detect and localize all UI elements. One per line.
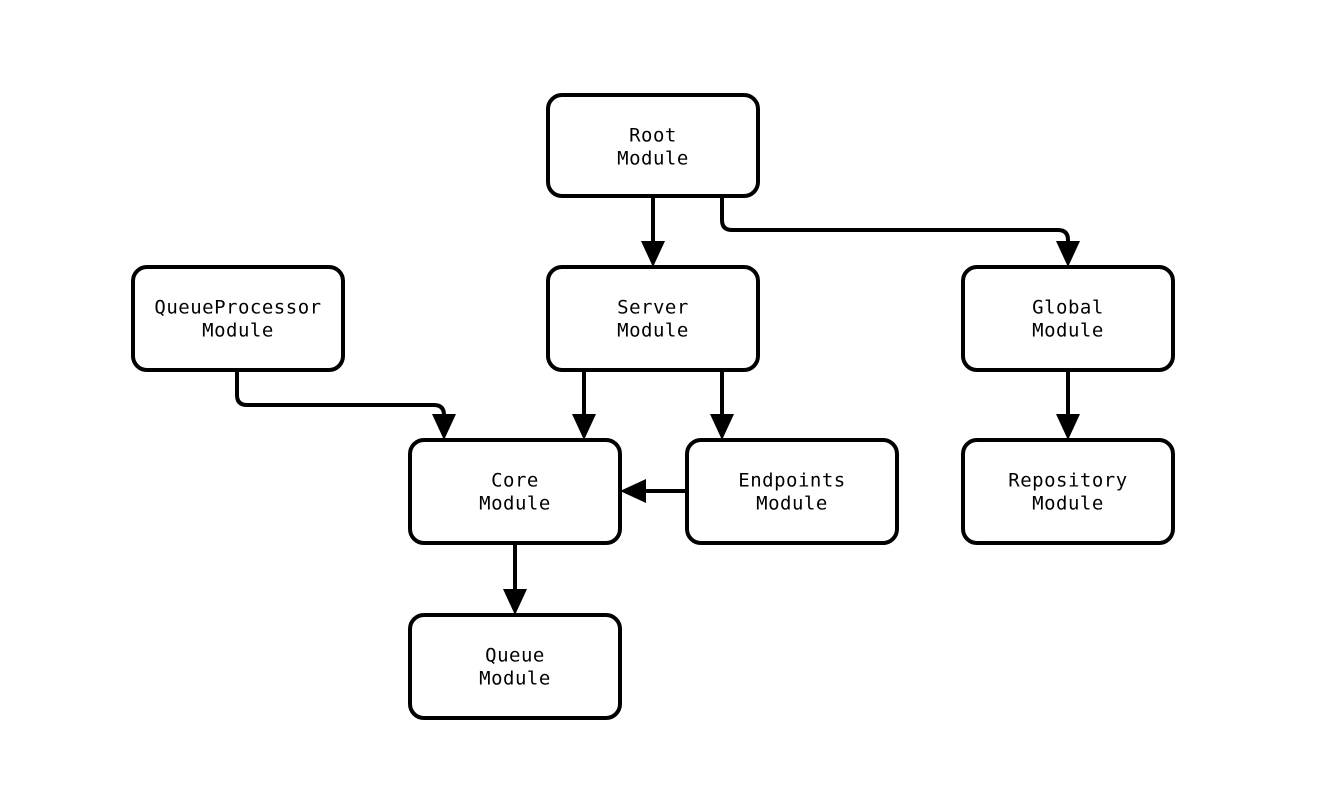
node-label-line2: Module (617, 320, 689, 342)
edge-core-queue (503, 543, 527, 615)
edge-layer (235, 196, 1080, 615)
edge-global-repository (1056, 370, 1080, 440)
node-label-line1: Queue (485, 645, 545, 667)
node-queueprocessor[interactable]: QueueProcessor Module (131, 265, 345, 372)
edge-endpoints-core (620, 479, 687, 503)
arrow-head-icon (432, 414, 456, 440)
node-server[interactable]: Server Module (546, 265, 760, 372)
edge-queueprocessor-core (235, 370, 456, 440)
node-box[interactable] (546, 93, 760, 198)
arrow-head-icon (641, 241, 665, 267)
arrow-head-icon (620, 479, 646, 503)
node-box[interactable] (961, 265, 1175, 372)
node-box[interactable] (408, 438, 622, 545)
edge-line (720, 196, 1070, 249)
node-label-line1: Global (1032, 297, 1104, 319)
node-label-line2: Module (1032, 320, 1104, 342)
node-endpoints[interactable]: Endpoints Module (685, 438, 899, 545)
arrow-head-icon (1056, 241, 1080, 267)
node-box[interactable] (546, 265, 760, 372)
node-root[interactable]: Root Module (546, 93, 760, 198)
node-label-line2: Module (756, 493, 828, 515)
node-box[interactable] (685, 438, 899, 545)
node-label-line2: Module (1032, 493, 1104, 515)
edge-line (235, 370, 446, 422)
edge-server-core (572, 370, 596, 440)
node-box[interactable] (131, 265, 345, 372)
edge-root-server (641, 196, 665, 267)
node-queue[interactable]: Queue Module (408, 613, 622, 720)
node-label-line1: Core (491, 470, 539, 492)
arrow-head-icon (572, 414, 596, 440)
node-box[interactable] (961, 438, 1175, 545)
node-label-line2: Module (202, 320, 274, 342)
edge-root-global (720, 196, 1080, 267)
edge-server-endpoints (710, 370, 734, 440)
arrow-head-icon (1056, 414, 1080, 440)
node-label-line2: Module (617, 148, 689, 170)
node-label-line1: Endpoints (738, 470, 845, 492)
node-core[interactable]: Core Module (408, 438, 622, 545)
node-label-line2: Module (479, 668, 551, 690)
node-label-line1: Server (617, 297, 689, 319)
arrow-head-icon (710, 414, 734, 440)
node-repository[interactable]: Repository Module (961, 438, 1175, 545)
node-label-line1: Root (629, 125, 677, 147)
arrow-head-icon (503, 589, 527, 615)
node-layer: Root Module QueueProcessor Module Server… (131, 93, 1175, 720)
node-label-line1: Repository (1008, 470, 1127, 492)
node-label-line2: Module (479, 493, 551, 515)
node-label-line1: QueueProcessor (154, 297, 321, 319)
node-global[interactable]: Global Module (961, 265, 1175, 372)
node-box[interactable] (408, 613, 622, 720)
